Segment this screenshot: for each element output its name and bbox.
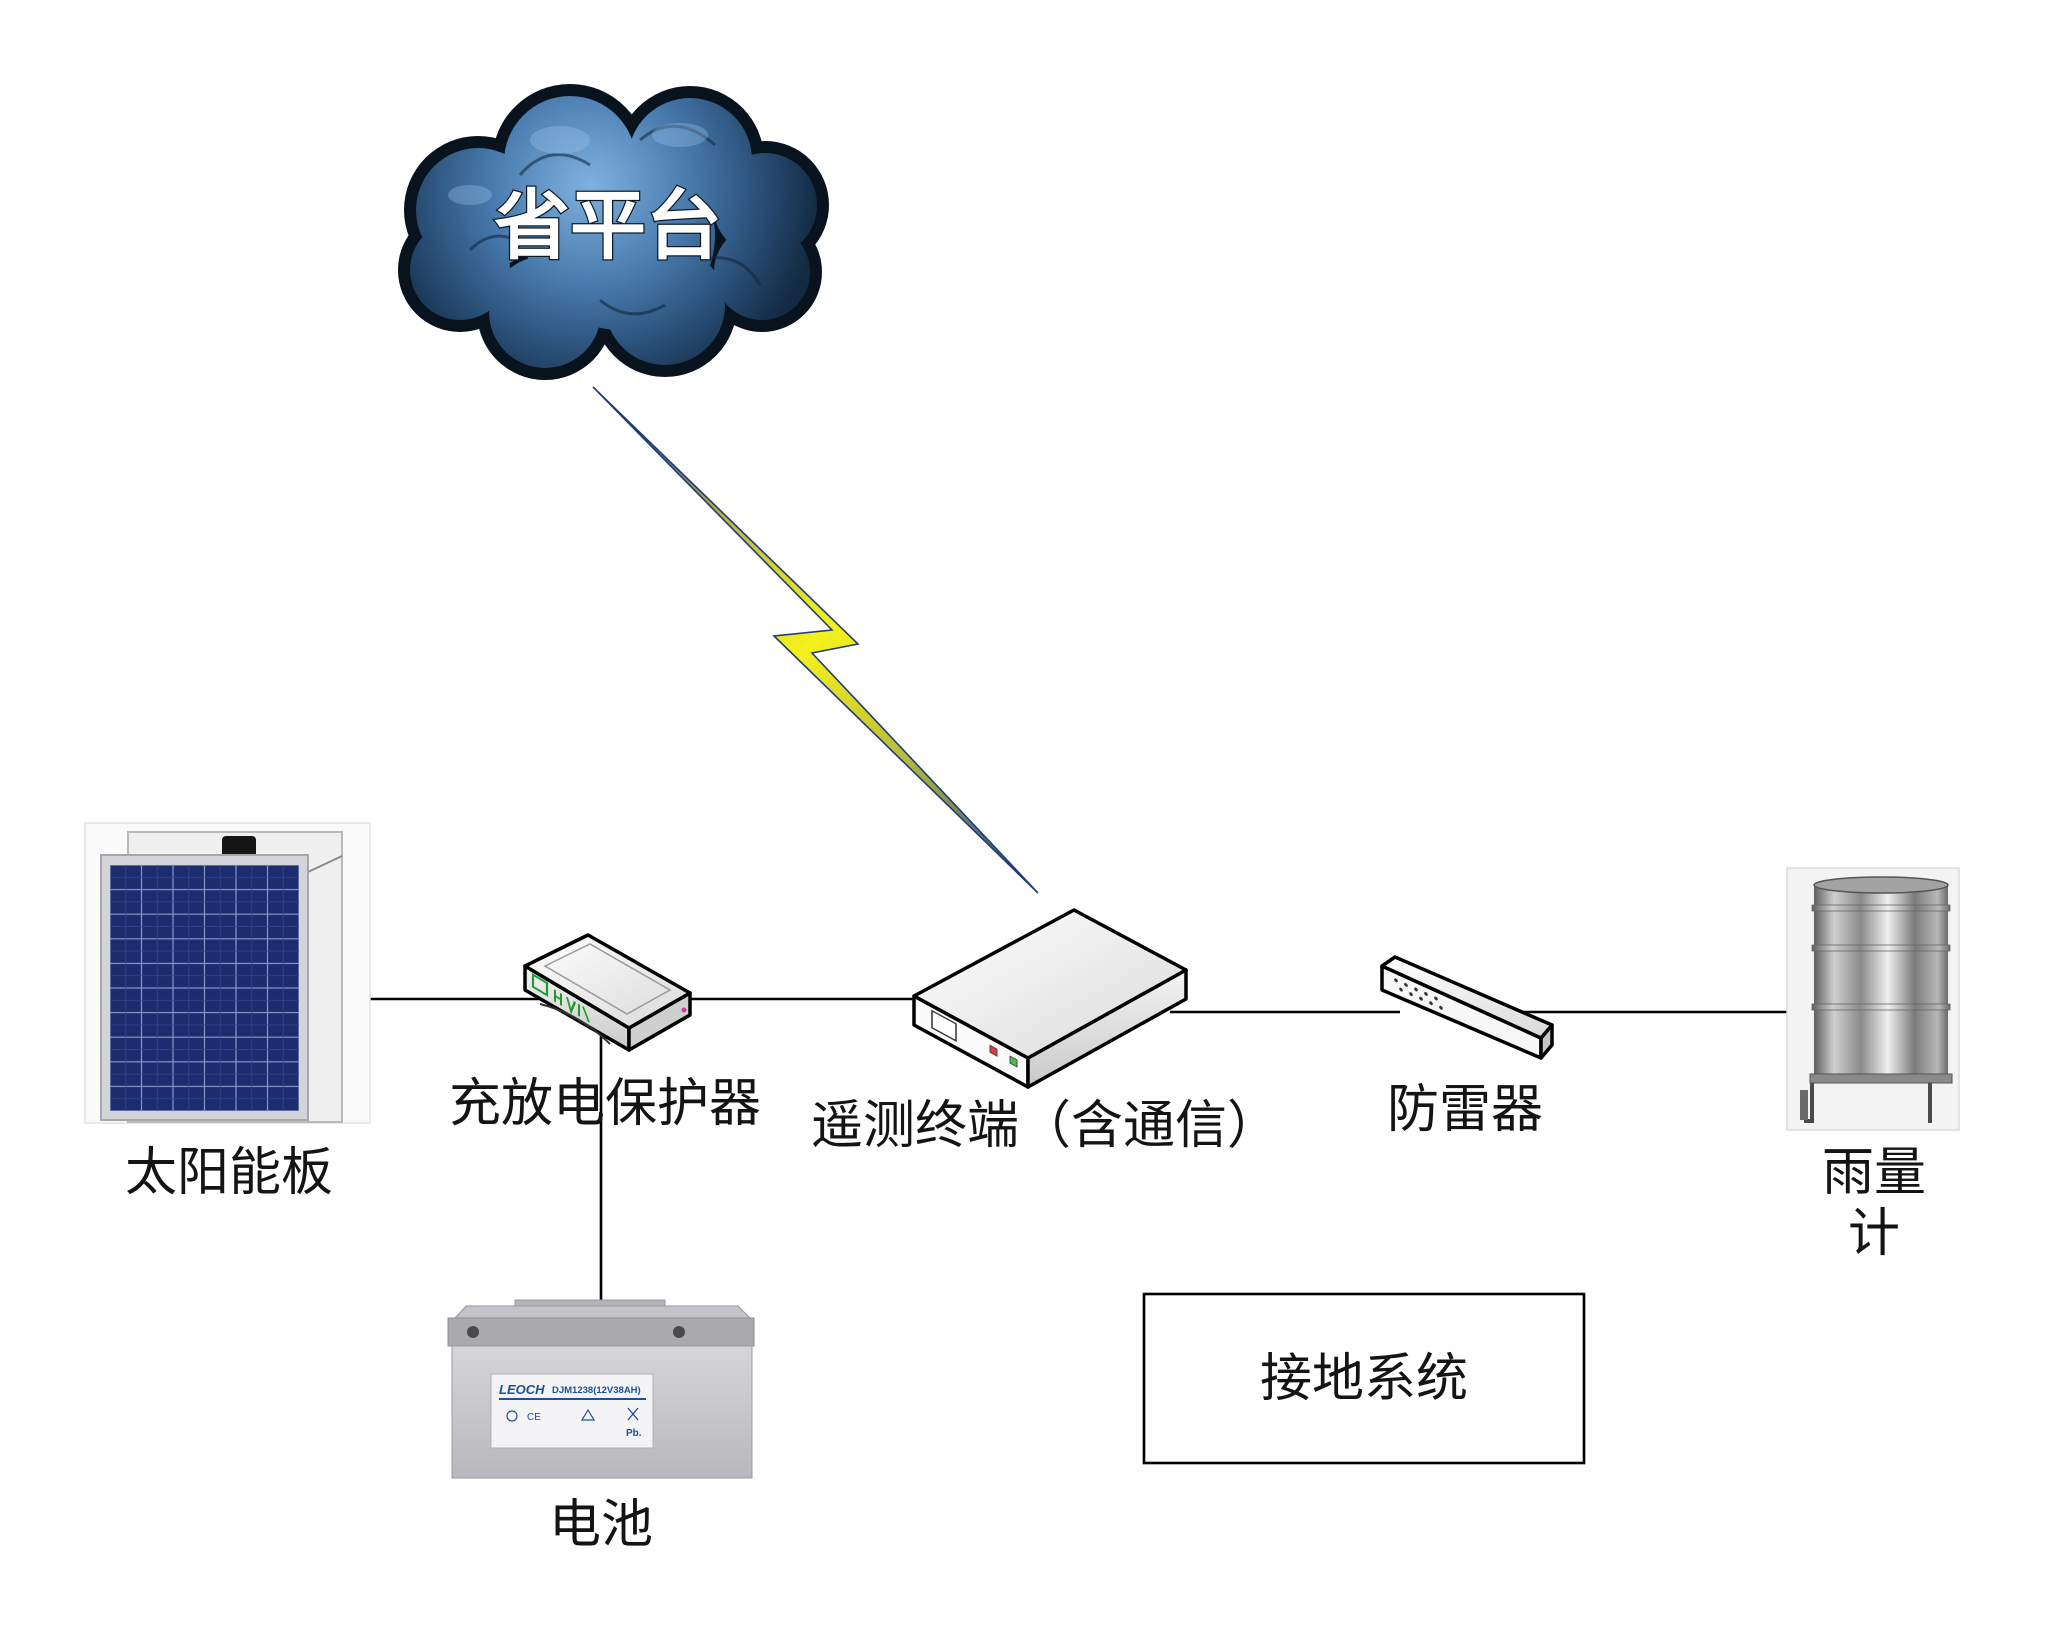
- charge-controller-icon: [523, 933, 692, 1052]
- cloud-texture: [468, 124, 762, 316]
- rtu-terminal-icon: [912, 908, 1188, 1089]
- surge-top-face: [1380, 955, 1554, 1040]
- surge-protector-label: 防雷器: [1387, 1082, 1543, 1139]
- platform-label: 省平台: [494, 185, 722, 269]
- rtu-front-panel: [931, 1009, 1018, 1068]
- surge-protector-icon: [1380, 955, 1554, 1060]
- battery-terminal-positive: [673, 1326, 685, 1338]
- rain-gauge-label-line1: 雨量: [1822, 1145, 1926, 1202]
- battery-model-text: DJM1238(12V38AH): [552, 1385, 641, 1396]
- rain-gauge-cylinder: [1814, 885, 1948, 1080]
- solar-panel-image: [84, 822, 371, 1124]
- rain-gauge-label-line2: 计: [1848, 1206, 1900, 1263]
- solar-panel-cable: [307, 855, 343, 873]
- rain-gauge-band-lower: [1811, 1003, 1951, 1011]
- component-labels: 太阳能板 充放电保护器 遥测终端（含通信） 防雷器 雨量 计 电池: [125, 1076, 1926, 1554]
- battery-lid: [447, 1317, 755, 1347]
- battery-image: LEOCH DJM1238(12V38AH) CE Pb.: [447, 1299, 755, 1479]
- battery-recycle-icon: [580, 1408, 596, 1421]
- battery-label-panel: [490, 1373, 654, 1449]
- battery-cert-icon: [506, 1410, 518, 1422]
- battery-bin-icon: [627, 1407, 639, 1421]
- battery-brand-logo: LEOCH: [499, 1382, 545, 1397]
- charge-controller-label: 充放电保护器: [449, 1076, 761, 1133]
- rtu-red-led: [989, 1044, 998, 1057]
- controller-base-curve: [539, 1003, 611, 1045]
- grounding-system-box: 接地系统: [1142, 1292, 1586, 1465]
- rain-gauge-leg-left: [1804, 1083, 1814, 1123]
- battery-label: 电池: [549, 1497, 653, 1554]
- rain-gauge-base-ring: [1809, 1073, 1953, 1084]
- battery-terminal-negative: [467, 1326, 479, 1338]
- rain-gauge-band-top: [1811, 904, 1951, 912]
- connection-wires: [370, 997, 1789, 1306]
- controller-top-inset: [543, 943, 672, 1015]
- battery-ce-mark: CE: [527, 1412, 541, 1423]
- battery-label-stripe: [499, 1398, 646, 1400]
- rain-gauge-band-middle: [1811, 944, 1951, 952]
- surge-port-dots: [1394, 978, 1443, 1010]
- controller-green-display-icon: [531, 973, 590, 1023]
- grounding-system-label: 接地系统: [1260, 1351, 1468, 1408]
- battery-lid-top: [453, 1305, 752, 1319]
- platform-cloud-icon: 省平台: [398, 84, 829, 380]
- controller-top-face: [523, 933, 692, 1030]
- rtu-green-led: [1009, 1055, 1018, 1068]
- solar-panel-label: 太阳能板: [125, 1145, 333, 1202]
- solar-panel-cell-grid: [110, 865, 299, 1111]
- rain-gauge-bracket: [1800, 1090, 1808, 1120]
- battery-pb-mark: Pb.: [626, 1428, 642, 1439]
- rtu-label: 遥测终端（含通信）: [811, 1098, 1279, 1155]
- cloud-highlights: [448, 123, 708, 205]
- rtu-display-window: [931, 1009, 957, 1042]
- solar-panel-junction-box: [222, 836, 256, 858]
- rain-gauge-funnel-rim: [1813, 876, 1949, 894]
- rtu-top-face: [912, 908, 1188, 1060]
- wireless-link-lightning-icon: [592, 386, 1039, 894]
- rain-gauge-image: [1786, 867, 1960, 1131]
- controller-status-led: [681, 1007, 687, 1013]
- grounding-system-frame: [1142, 1292, 1586, 1465]
